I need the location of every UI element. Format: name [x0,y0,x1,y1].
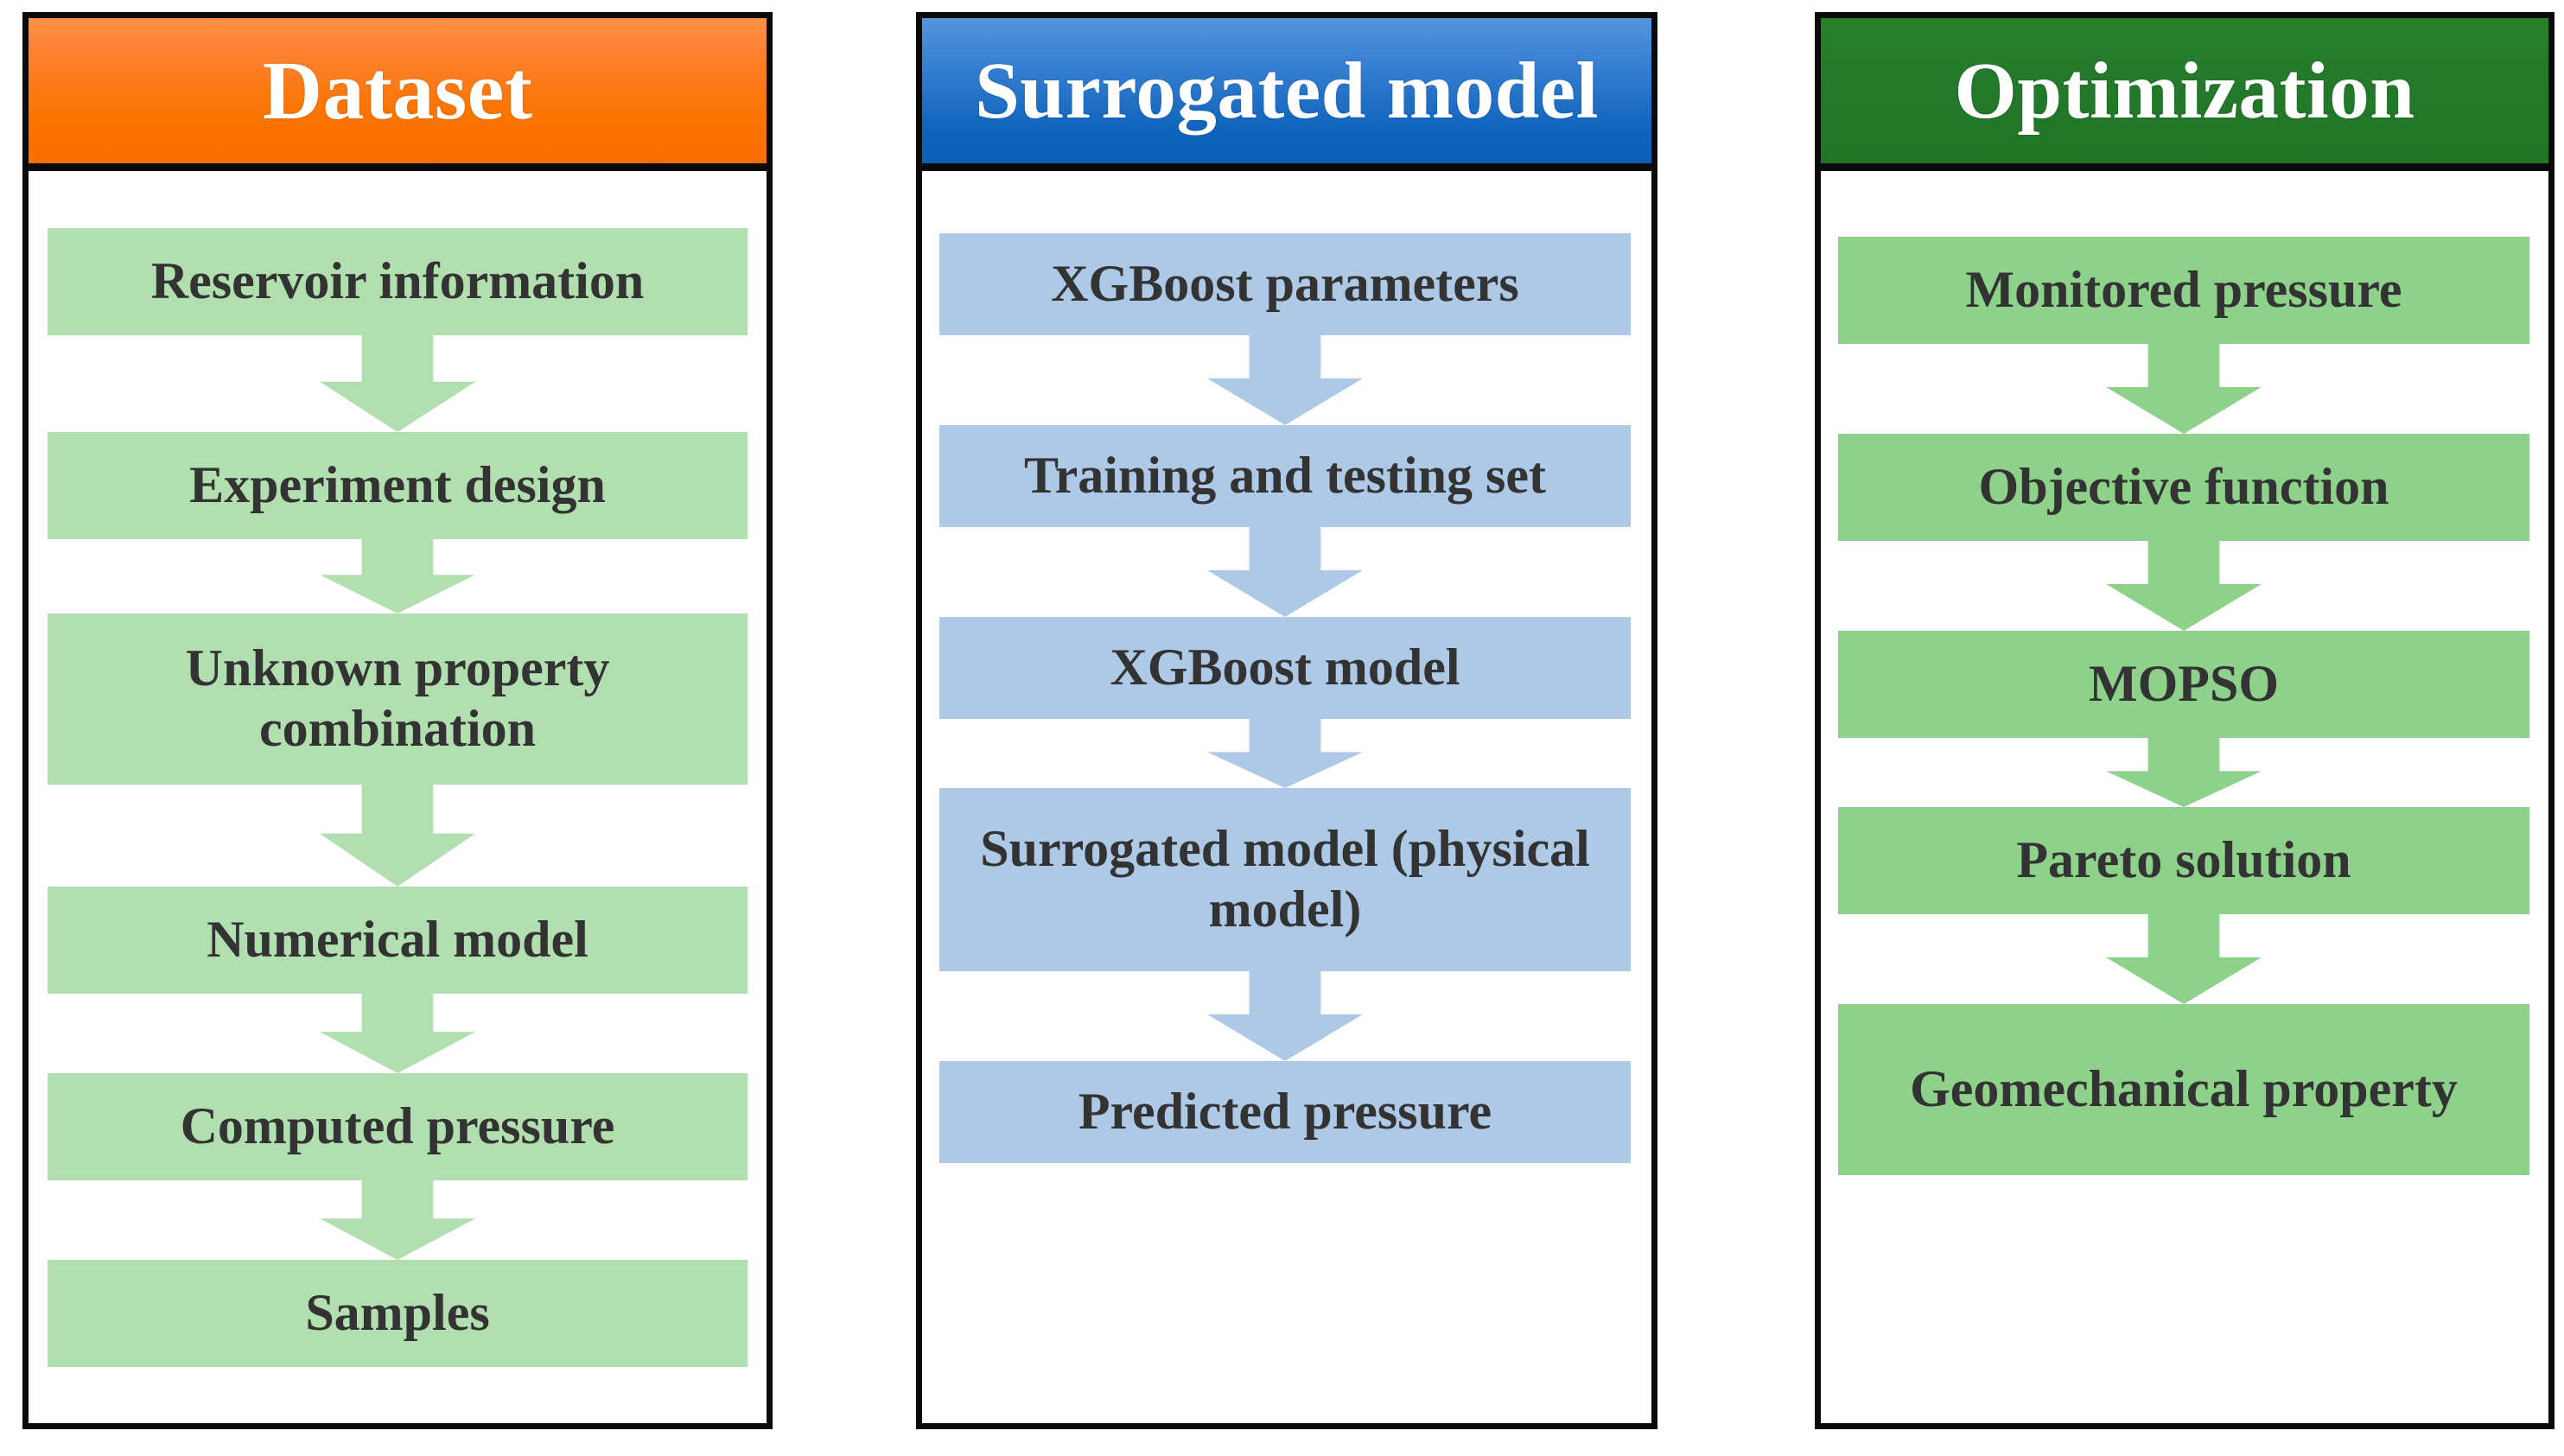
panel-surrogated-model-body: XGBoost parameters Training and testing … [922,171,1651,1423]
flow-arrow-down-icon [48,994,748,1073]
step-unknown-property-combination[interactable]: Unknown property combination [48,614,748,785]
panel-dataset-body: Reservoir information Experiment design … [29,171,767,1423]
step-xgboost-parameters[interactable]: XGBoost parameters [939,233,1631,335]
step-objective-function[interactable]: Objective function [1838,434,2529,541]
flow-arrow-down-icon [939,719,1631,788]
flow-surrogated-model: XGBoost parameters Training and testing … [939,233,1631,1163]
step-monitored-pressure[interactable]: Monitored pressure [1838,237,2529,344]
step-reservoir-information[interactable]: Reservoir information [48,228,748,335]
flow-arrow-down-icon [48,1180,748,1260]
flow-arrow-down-icon [939,335,1631,425]
panel-surrogated-model-header: Surrogated model [922,18,1651,171]
panel-optimization-body: Monitored pressure Objective function MO… [1821,171,2548,1423]
step-predicted-pressure[interactable]: Predicted pressure [939,1061,1631,1163]
step-training-and-testing-set[interactable]: Training and testing set [939,425,1631,527]
step-xgboost-model[interactable]: XGBoost model [939,617,1631,719]
panel-dataset-header: Dataset [29,18,767,171]
panel-dataset-title: Dataset [262,44,533,137]
panel-surrogated-model-title: Surrogated model [975,46,1599,136]
flow-arrow-down-icon [1838,541,2529,631]
panel-optimization: Optimization Monitored pressure Objectiv… [1815,12,2554,1429]
step-numerical-model[interactable]: Numerical model [48,887,748,994]
flow-arrow-down-icon [939,971,1631,1061]
panel-optimization-title: Optimization [1954,46,2415,136]
step-experiment-design[interactable]: Experiment design [48,432,748,539]
flow-arrow-down-icon [1838,344,2529,434]
flow-arrow-down-icon [939,527,1631,617]
step-samples[interactable]: Samples [48,1260,748,1367]
panel-dataset: Dataset Reservoir information Experiment… [22,12,773,1429]
flow-arrow-down-icon [48,539,748,614]
flow-arrow-down-icon [48,785,748,887]
step-surrogated-model-physical-model[interactable]: Surrogated model (physical model) [939,788,1631,971]
flow-dataset: Reservoir information Experiment design … [48,228,748,1367]
step-pareto-solution[interactable]: Pareto solution [1838,807,2529,914]
step-geomechanical-property[interactable]: Geomechanical property [1838,1004,2529,1175]
panel-optimization-header: Optimization [1821,18,2548,171]
flow-arrow-down-icon [1838,914,2529,1004]
step-computed-pressure[interactable]: Computed pressure [48,1073,748,1180]
flow-arrow-down-icon [48,335,748,432]
step-mopso[interactable]: MOPSO [1838,631,2529,738]
flow-optimization: Monitored pressure Objective function MO… [1838,237,2529,1175]
panel-surrogated-model: Surrogated model XGBoost parameters Trai… [916,12,1657,1429]
flow-arrow-down-icon [1838,738,2529,807]
